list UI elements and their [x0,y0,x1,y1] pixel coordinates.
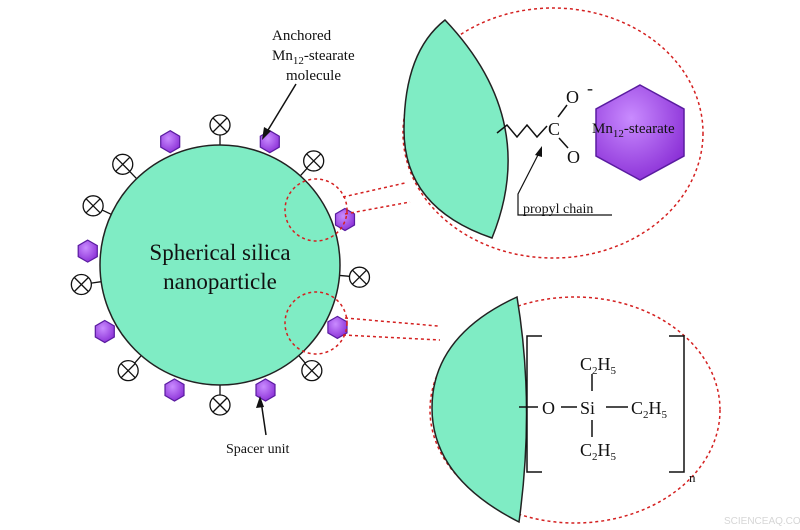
oxygen-top-label: O [566,87,579,107]
oxygen-charge: - [587,78,593,98]
zoom-bottom: n O Si C2H5 C2H5 C2H5 [429,295,721,524]
watermark: SCIENCEAQ.COM [724,516,800,527]
zoom-top-surface [403,18,509,239]
spacer-unit-icon [299,150,325,177]
spacer-unit-icon [298,355,323,382]
mn12-hexagon-label: Mn12-stearate [592,121,675,140]
o-label: O [542,398,555,418]
propyl-chain-label: propyl chain [523,202,593,217]
spacer-unit-icon [70,273,102,296]
connector-top-upper [342,182,406,198]
nanoparticle-label-line2: nanoparticle [163,269,277,294]
mn12-hexagon-icon [160,130,181,154]
anchored-label-line3: molecule [286,68,341,84]
anchored-arrowhead [262,127,271,140]
spacer-unit-icon [209,114,231,145]
carbon-label: C [548,119,560,139]
mn12-hexagon-icon [255,378,276,402]
propyl-pointer [517,150,612,216]
anchored-label-line1: Anchored [272,28,332,44]
silica-nanoparticle [99,144,341,386]
propyl-pointer-head [535,146,542,157]
spacer-unit-icon [209,385,231,416]
mn12-hexagon-large [595,84,685,181]
bond-c-o-bottom [558,137,569,149]
surface-groups [70,114,371,416]
ethyl-bottom: C2H5 [580,440,617,463]
connector-bottom-upper [344,317,439,327]
bracket-left [526,335,542,473]
zoom-top: C O - O Mn12-stearate propyl chain [402,7,704,259]
spacer-unit-icon [117,355,142,382]
bracket-right [669,335,685,473]
mn12-hexagon-icon [164,378,185,402]
anchored-molecule-label: Anchored Mn12-stearate molecule [262,28,355,140]
zoom-bottom-ellipse [429,296,721,524]
bond-c-o-top [557,104,568,118]
spacer-unit-icon [112,153,138,180]
spacer-unit-label: Spacer unit [226,396,289,457]
connector-bottom-lower [342,334,441,341]
ethyl-top: C2H5 [580,354,617,377]
spacer-unit-icon [339,266,371,288]
zoom-top-ellipse [402,7,704,259]
nanoparticle-label-line1: Spherical silica [149,240,290,265]
connector-top-lower [344,201,411,215]
mn12-hexagon-icon [94,319,115,344]
si-label: Si [580,398,595,418]
zoom-bottom-surface [431,295,528,524]
highlight-circle-bottom [284,291,348,355]
mn12-hexagon-icon [77,239,98,263]
propyl-chain-zigzag [496,123,548,139]
mn12-hexagon-icon [334,207,356,232]
ethyl-right: C2H5 [631,398,668,421]
repeat-n: n [689,470,696,485]
anchored-arrow [264,83,297,136]
highlight-circle-top [284,178,348,242]
spacer-unit-icon [82,195,112,217]
oxygen-bottom-label: O [567,147,580,167]
anchored-label-line2: Mn12-stearate [272,48,355,67]
spacer-label: Spacer unit [226,442,289,457]
spacer-arrowhead [256,396,264,408]
